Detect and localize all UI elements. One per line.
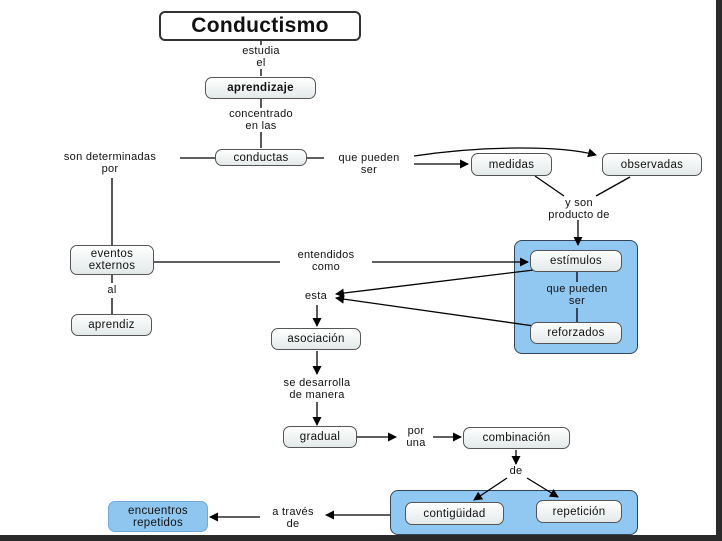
link-por-una: por una (406, 425, 426, 449)
link-estudia-el: estudia el (225, 45, 297, 69)
node-reforzados[interactable]: reforzados (530, 322, 622, 344)
link-entendidos-como: entendidos como (280, 249, 372, 273)
node-aprendiz[interactable]: aprendiz (71, 314, 152, 336)
node-gradual[interactable]: gradual (283, 426, 357, 448)
node-contiguidad[interactable]: contigüidad (405, 502, 504, 525)
title-node[interactable]: Conductismo (159, 11, 361, 41)
node-eventos-externos[interactable]: eventos externos (70, 245, 154, 275)
node-estimulos[interactable]: estímulos (530, 250, 622, 272)
node-aprendizaje[interactable]: aprendizaje (205, 77, 316, 99)
link-al: al (107, 284, 117, 296)
link-y-son-producto-de: y son producto de (548, 197, 610, 221)
link-de: de (509, 465, 523, 477)
window-border-right (716, 0, 722, 541)
link-se-desarrolla-de-manera: se desarrolla de manera (283, 377, 351, 401)
node-encuentros-repetidos[interactable]: encuentros repetidos (108, 501, 208, 532)
link-que-pueden-ser-2: que pueden ser (530, 283, 624, 307)
node-conductas[interactable]: conductas (215, 149, 307, 166)
link-concentrado-en-las: concentrado en las (211, 108, 311, 132)
node-observadas[interactable]: observadas (602, 153, 702, 176)
window-border-bottom (0, 535, 722, 541)
node-combinacion[interactable]: combinación (463, 427, 570, 449)
node-asociacion[interactable]: asociación (271, 328, 361, 350)
node-repeticion[interactable]: repetición (536, 500, 622, 523)
node-medidas[interactable]: medidas (471, 153, 552, 176)
link-a-traves-de: a través de (272, 506, 314, 530)
link-que-pueden-ser-1: que pueden ser (338, 152, 400, 176)
link-son-determinadas-por: son determinadas por (63, 151, 157, 175)
link-esta: esta (305, 290, 327, 302)
